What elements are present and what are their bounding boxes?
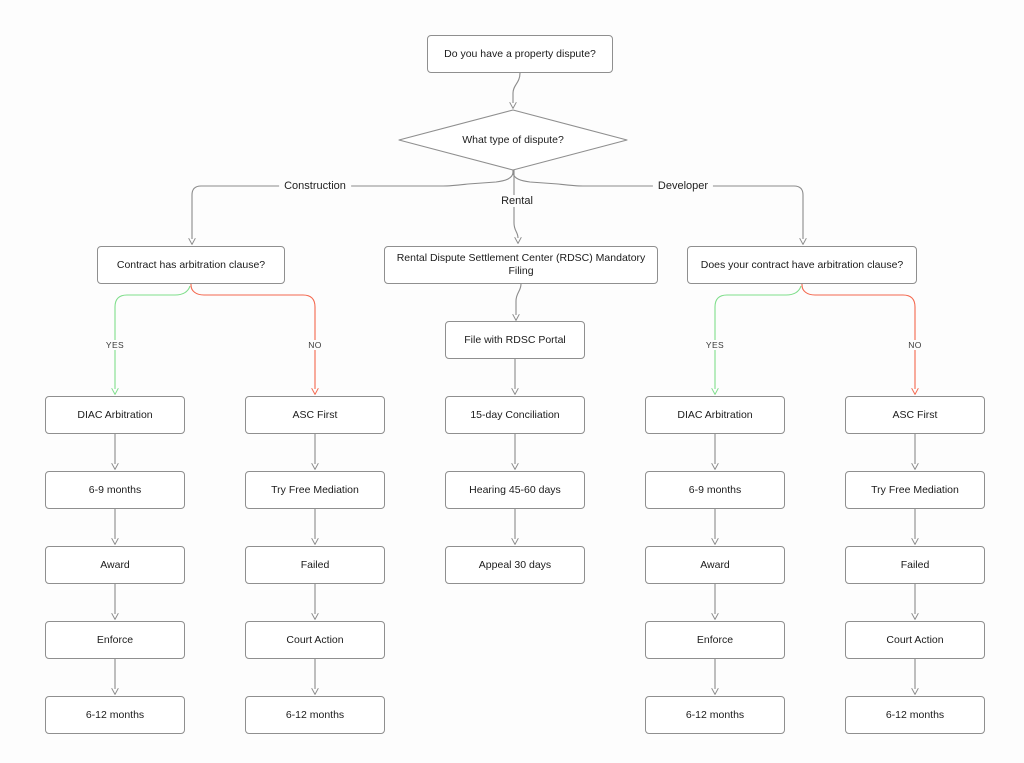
edge-start-type [509,72,521,109]
node-r_court: Court Action [845,621,985,659]
node-c_612: 6-12 months [45,696,185,734]
edge-type-rdsc [513,170,522,244]
edge-label-rental: Rental [496,195,538,207]
node-dq: Does your contract have arbitration clau… [687,246,917,284]
node-c_med: Try Free Mediation [245,471,385,509]
node-cq: Contract has arbitration clause? [97,246,285,284]
node-r_612: 6-12 months [645,696,785,734]
edge-type-cq [188,170,514,245]
decision-diamond-shape [398,109,628,171]
node-r_failed: Failed [845,546,985,584]
edge-label-yes: YES [700,340,730,350]
edge-cq-c_diac [111,285,191,395]
edge-label-developer: Developer [652,180,714,192]
node-portal: File with RDSC Portal [445,321,585,359]
node-hearing: Hearing 45-60 days [445,471,585,509]
node-c_award: Award [45,546,185,584]
node-rdsc: Rental Dispute Settlement Center (RDSC) … [384,246,658,284]
edge-dq-r_diac [711,285,802,395]
node-r_612b: 6-12 months [845,696,985,734]
node-r_asc: ASC First [845,396,985,434]
node-r_med: Try Free Mediation [845,471,985,509]
node-c_enforce: Enforce [45,621,185,659]
edge-rdsc-portal [512,283,522,321]
edge-label-construction: Construction [279,180,351,192]
node-c_612b: 6-12 months [245,696,385,734]
node-r_69: 6-9 months [645,471,785,509]
edge-label-no: NO [303,340,327,350]
node-c_diac: DIAC Arbitration [45,396,185,434]
edge-type-dq [512,170,807,245]
node-r_diac: DIAC Arbitration [645,396,785,434]
node-r_award: Award [645,546,785,584]
node-c_69: 6-9 months [45,471,185,509]
node-r_enforce: Enforce [645,621,785,659]
edge-label-yes: YES [100,340,130,350]
edge-cq-c_asc [190,284,319,395]
node-c_court: Court Action [245,621,385,659]
node-appeal: Appeal 30 days [445,546,585,584]
edge-label-no: NO [903,340,927,350]
edge-dq-r_asc [801,284,919,395]
node-c_failed: Failed [245,546,385,584]
node-c_asc: ASC First [245,396,385,434]
node-start: Do you have a property dispute? [427,35,613,73]
node-conc: 15-day Conciliation [445,396,585,434]
node-type: What type of dispute? [462,133,564,146]
